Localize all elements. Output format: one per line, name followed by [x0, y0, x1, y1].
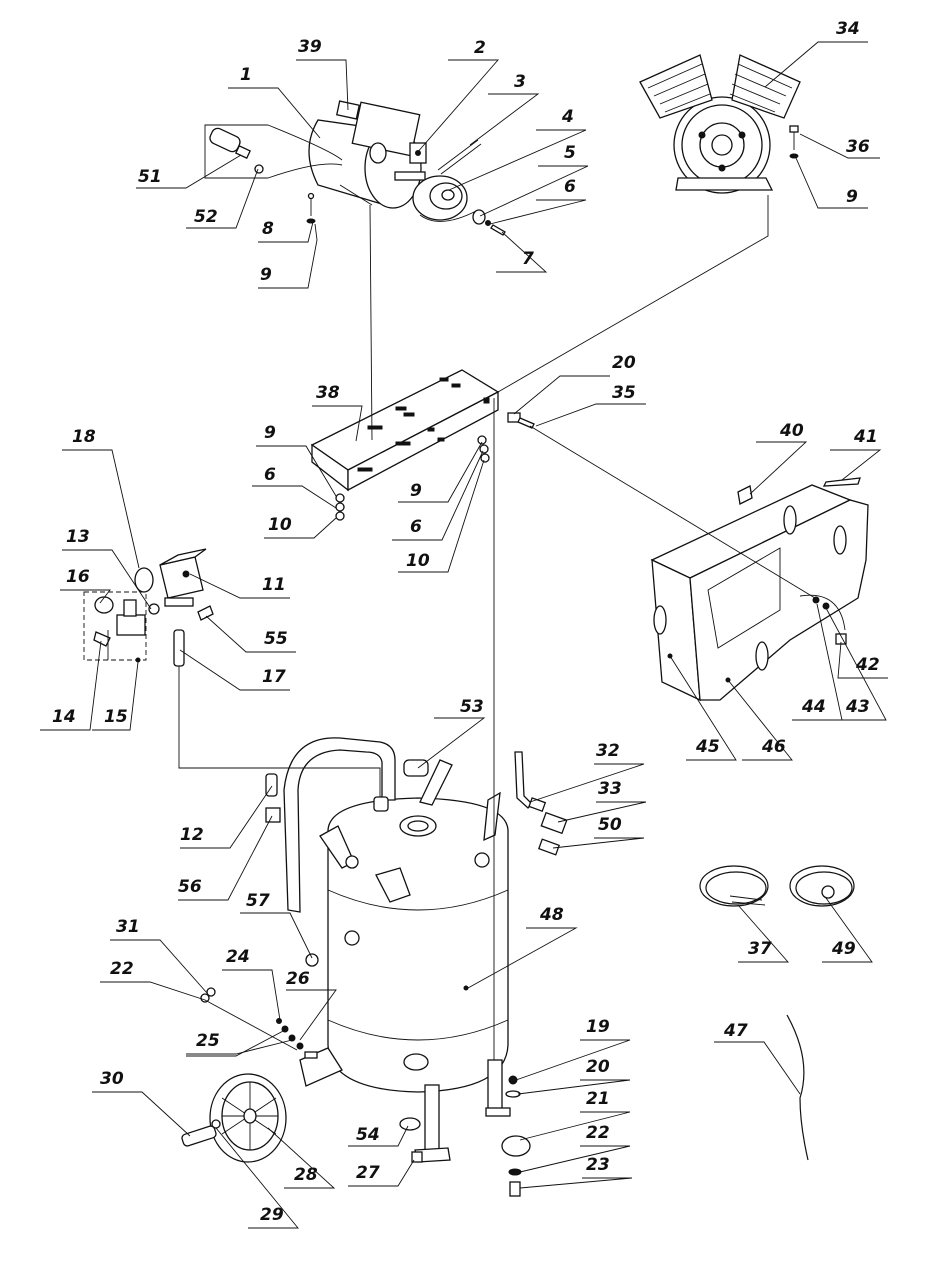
callout-7: 7 [522, 249, 534, 269]
callout-19: 19 [586, 1017, 610, 1037]
callout-1: 1 [240, 65, 252, 85]
callout-23: 23 [586, 1155, 610, 1175]
callout-9-pump: 9 [846, 187, 858, 207]
callout-49: 49 [831, 939, 856, 959]
callout-20: 20 [612, 353, 636, 373]
base-plate-part [310, 369, 535, 521]
capacitor-part [204, 124, 343, 179]
callout-52: 52 [194, 207, 218, 227]
pump-part [639, 54, 801, 194]
callout-16: 16 [66, 567, 90, 587]
tank-part [283, 737, 511, 1163]
callout-39: 39 [298, 37, 322, 57]
belt-guard-part [650, 477, 869, 702]
callout-33: 33 [598, 779, 622, 799]
callout-31: 31 [116, 917, 140, 937]
callout-51: 51 [138, 167, 162, 187]
callout-48: 48 [539, 905, 564, 925]
callout-labels: 1 2 3 4 5 6 7 8 9 10 11 12 13 14 15 16 1… [52, 19, 880, 1225]
callout-21: 21 [586, 1089, 610, 1109]
callout-40: 40 [779, 421, 804, 441]
callout-18: 18 [72, 427, 96, 447]
callout-43: 43 [845, 697, 870, 717]
callout-54: 54 [356, 1125, 380, 1145]
callout-27: 27 [356, 1163, 380, 1183]
outlet-fittings-part [514, 751, 568, 856]
callout-6-plate-left: 6 [264, 465, 276, 485]
callout-29: 29 [260, 1205, 284, 1225]
callout-6: 6 [564, 177, 576, 197]
callout-36: 36 [846, 137, 870, 157]
callout-13: 13 [66, 527, 90, 547]
callout-38: 38 [316, 383, 340, 403]
leader-lines [40, 41, 888, 1229]
callout-2: 2 [474, 38, 486, 58]
callout-11: 11 [262, 575, 286, 595]
callout-55: 55 [264, 629, 288, 649]
callout-46: 46 [761, 737, 786, 757]
callout-35: 35 [612, 383, 636, 403]
callout-25: 25 [196, 1031, 220, 1051]
callout-22: 22 [110, 959, 134, 979]
callout-37: 37 [748, 939, 772, 959]
wheel-part [181, 987, 318, 1163]
callout-17: 17 [262, 667, 286, 687]
callout-9-plate-right: 9 [410, 481, 422, 501]
motor-part [308, 100, 427, 209]
callout-50: 50 [598, 815, 622, 835]
callout-14: 14 [52, 707, 76, 727]
callout-10: 10 [268, 515, 292, 535]
callout-26: 26 [286, 969, 310, 989]
foot-hardware-part [399, 1075, 531, 1197]
callout-6-plate-right: 6 [410, 517, 422, 537]
callout-53: 53 [460, 697, 484, 717]
callout-9-plate-left: 9 [264, 423, 276, 443]
valve-part [265, 773, 281, 823]
callout-32: 32 [596, 741, 620, 761]
callout-9: 9 [260, 265, 272, 285]
callout-56: 56 [178, 877, 202, 897]
callout-47: 47 [723, 1021, 748, 1041]
callout-15: 15 [104, 707, 128, 727]
callout-57: 57 [246, 891, 270, 911]
callout-45: 45 [695, 737, 720, 757]
callout-8: 8 [262, 219, 274, 239]
callout-24: 24 [226, 947, 250, 967]
callout-28: 28 [294, 1165, 318, 1185]
callout-22-foot: 22 [586, 1123, 610, 1143]
callout-12: 12 [180, 825, 204, 845]
pulley-part [412, 139, 506, 236]
callout-5: 5 [564, 143, 576, 163]
callout-30: 30 [100, 1069, 124, 1089]
callout-44: 44 [801, 697, 826, 717]
callout-10-plate-right: 10 [406, 551, 430, 571]
callout-3: 3 [514, 72, 526, 92]
callout-41: 41 [853, 427, 878, 447]
callout-4: 4 [561, 107, 574, 127]
cable-part [699, 865, 855, 1161]
motor-bolt-part [306, 192, 316, 224]
callout-20-foot: 20 [586, 1057, 610, 1077]
callout-42: 42 [855, 655, 880, 675]
callout-34: 34 [836, 19, 860, 39]
pressure-switch-part [83, 548, 214, 667]
